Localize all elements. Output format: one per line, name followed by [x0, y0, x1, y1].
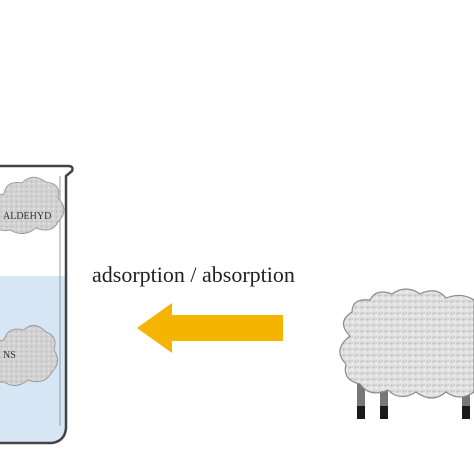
left-arrow-icon	[137, 303, 283, 353]
arrow-label: adsorption / absorption	[92, 262, 295, 287]
sheep-body	[339, 288, 474, 399]
gas-cloud-label: ALDEHYD	[3, 211, 51, 222]
sheep-icon	[339, 288, 474, 419]
liquid-cloud-label: NS	[3, 350, 16, 361]
gas-cloud-icon: ALDEHYD	[0, 176, 65, 234]
beaker-outline	[0, 164, 74, 445]
liquid-cloud-icon: NS	[0, 325, 58, 386]
